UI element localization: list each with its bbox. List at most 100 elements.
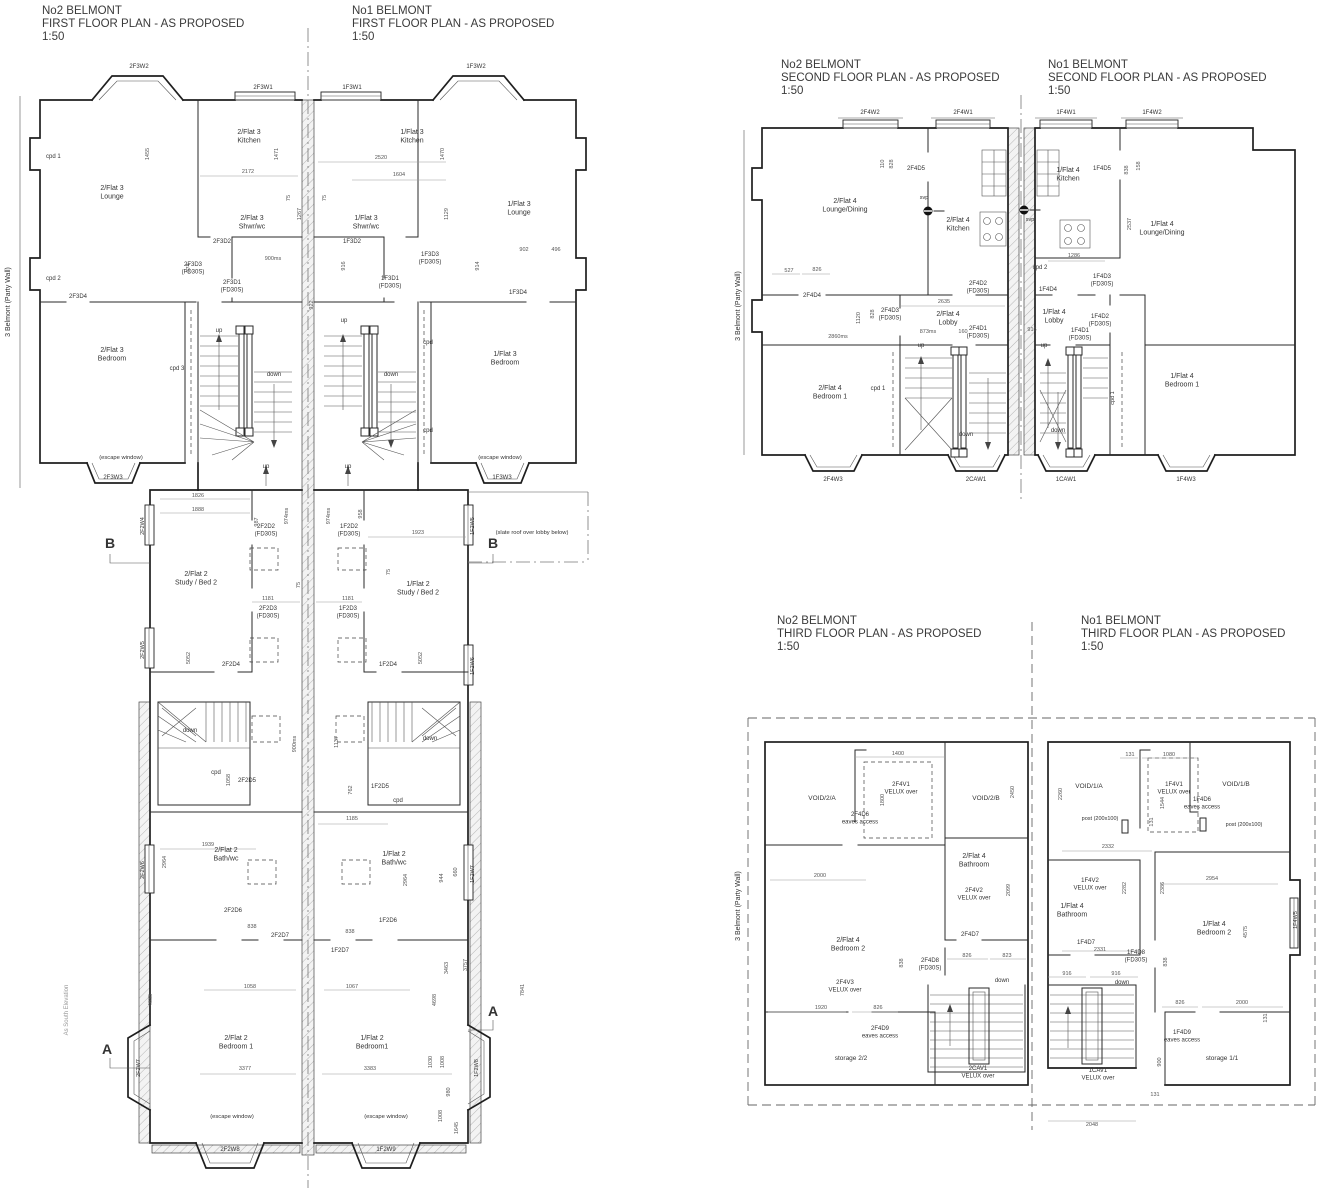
first_floor-label-1645: 1645 (454, 1122, 460, 1134)
first_floor-label-1f3w2: 1F3W2 (466, 64, 486, 70)
first_floor-label-1f2d6: 1F2D6 (379, 918, 398, 924)
third_floor-label-storage-2-2: storage 2/2 (835, 1055, 868, 1062)
first_floor-label-900ms: 900ms (292, 735, 298, 752)
third_floor-label-2f4d8-fd30s: 2F4D8(FD30S) (919, 958, 942, 972)
stair-treads (324, 335, 416, 433)
first_floor-label-980: 980 (446, 1087, 452, 1096)
third_floor-label-2260: 2260 (1058, 788, 1064, 800)
third_floor-label-2000: 2000 (1236, 1000, 1248, 1006)
first_floor-label-1185: 1185 (346, 816, 358, 822)
first_floor-label-1f3d2: 1F3D2 (343, 239, 362, 245)
second_floor-label-1f4w2: 1F4W2 (1142, 110, 1162, 116)
second_floor-label-826: 826 (812, 267, 821, 273)
first_floor-label-75: 75 (286, 195, 292, 201)
first_floor-label-2172: 2172 (242, 169, 254, 175)
third_floor-label-823: 823 (1002, 953, 1011, 959)
third_floor-label-131: 131 (1263, 1013, 1269, 1022)
third_floor-label-down: down (1115, 980, 1129, 986)
first_floor-label-2f2w5: 2F2W5 (140, 641, 146, 659)
third_floor-label-2099: 2099 (1006, 884, 1012, 896)
escape-bay-1F3W3 (474, 461, 531, 484)
third_floor-label-838: 838 (899, 958, 905, 967)
second_floor-label-160: 160 (958, 329, 967, 335)
first_floor-label-2f2d5: 2F2D5 (238, 778, 257, 784)
first_floor-label-2f2w7: 2F2W7 (136, 1059, 142, 1077)
third_floor-label-2282: 2282 (1122, 882, 1128, 894)
first_floor-label-1f3d3-fd30s: 1F3D3(FD30S) (419, 252, 442, 266)
escape-bay-2F2W8 (194, 1141, 266, 1169)
third_floor-label-post-200x100: post (200x100) (1082, 816, 1119, 822)
second_floor-label-838: 838 (1124, 165, 1130, 174)
first_floor-label-2f3w3: 2F3W3 (103, 475, 123, 481)
second_floor-label-svp: svp (920, 195, 929, 201)
second_floor-label-up: up (1041, 343, 1048, 349)
bay-window-1F3W2 (431, 75, 526, 102)
bay-window-2F3W2 (90, 75, 185, 102)
third_floor-label-4575: 4575 (1243, 926, 1249, 938)
bay-window-2F2W7 (127, 1023, 152, 1112)
second_floor-label-2860ms: 2860ms (828, 334, 848, 340)
first_floor-label-2f3d1-fd30s: 2F3D1(FD30S) (221, 280, 244, 294)
second_floor-label-cpd-1: cpd 1 (871, 386, 886, 392)
first_floor-label-1129: 1129 (444, 208, 450, 220)
first_floor-label-1f2d7: 1F2D7 (331, 948, 350, 954)
second_floor-label-2f4d1-fd30s: 2F4D1(FD30S) (967, 326, 990, 340)
first_floor-label-944: 944 (439, 873, 445, 882)
third_floor-label-2331: 2331 (1094, 947, 1106, 953)
side-label-3-belmont-party-wall: 3 Belmont (Party Wall) (735, 871, 742, 941)
first_floor-label-1f2d3-fd30s: 1F2D3(FD30S) (337, 606, 360, 620)
first_floor-label-958: 958 (358, 509, 364, 518)
first_floor-label-1939: 1939 (202, 842, 214, 848)
second-floor-plan-group (743, 95, 1296, 500)
first_floor-label-down: down (183, 728, 197, 734)
first_floor-label-660: 660 (453, 867, 459, 876)
first_floor-label-1008: 1008 (440, 1056, 446, 1068)
first_floor-label-2f3w1: 2F3W1 (253, 85, 273, 91)
third_floor-label-2386: 2386 (1160, 882, 1166, 894)
first_floor-label-up: up (263, 464, 270, 470)
second_floor-label-2f4d3-fd30s: 2F4D3(FD30S) (879, 308, 902, 322)
third_floor-label-down: down (995, 978, 1009, 984)
side-label-3-belmont-party-wall: 3 Belmont (Party Wall) (735, 271, 742, 341)
second_floor-label-2537: 2537 (1127, 218, 1133, 230)
first_floor-label-1f2w6: 1F2W6 (470, 657, 476, 675)
first_floor-label-2f2w6: 2F2W6 (140, 861, 146, 879)
third_floor-label-916: 916 (1111, 971, 1120, 977)
second_floor-label-1f4d2-fd30s: 1F4D2(FD30S) (1089, 314, 1112, 328)
bay-window-1F2W8 (466, 1023, 491, 1112)
third_floor-label-void-2-a: VOID/2/A (808, 795, 836, 802)
first_floor-label-1267: 1267 (297, 208, 303, 220)
third_floor-label-1544: 1544 (1160, 797, 1166, 809)
first_floor-label-slate-roof-over-lobby-below: (slate roof over lobby below) (496, 530, 569, 536)
first_floor-label-3383: 3383 (364, 1066, 376, 1072)
first_floor-label-1058: 1058 (244, 984, 256, 990)
first_floor-label-1455: 1455 (145, 148, 151, 160)
first_floor-label-down: down (384, 372, 398, 378)
first_floor-label-cpd: cpd (393, 798, 403, 804)
first_floor-label-496: 496 (551, 247, 560, 253)
first_floor-label-3463: 3463 (444, 962, 450, 974)
first_floor-label-escape-window: (escape window) (364, 1114, 408, 1120)
first_floor-label-cpd: cpd (423, 340, 433, 346)
third_floor-label-2048: 2048 (1086, 1122, 1098, 1128)
first_floor-label-escape-window: (escape window) (99, 455, 143, 461)
side-label-as-south-elevation: As South Elevation (64, 985, 70, 1036)
first_floor-label-2f2d7: 2F2D7 (271, 933, 290, 939)
